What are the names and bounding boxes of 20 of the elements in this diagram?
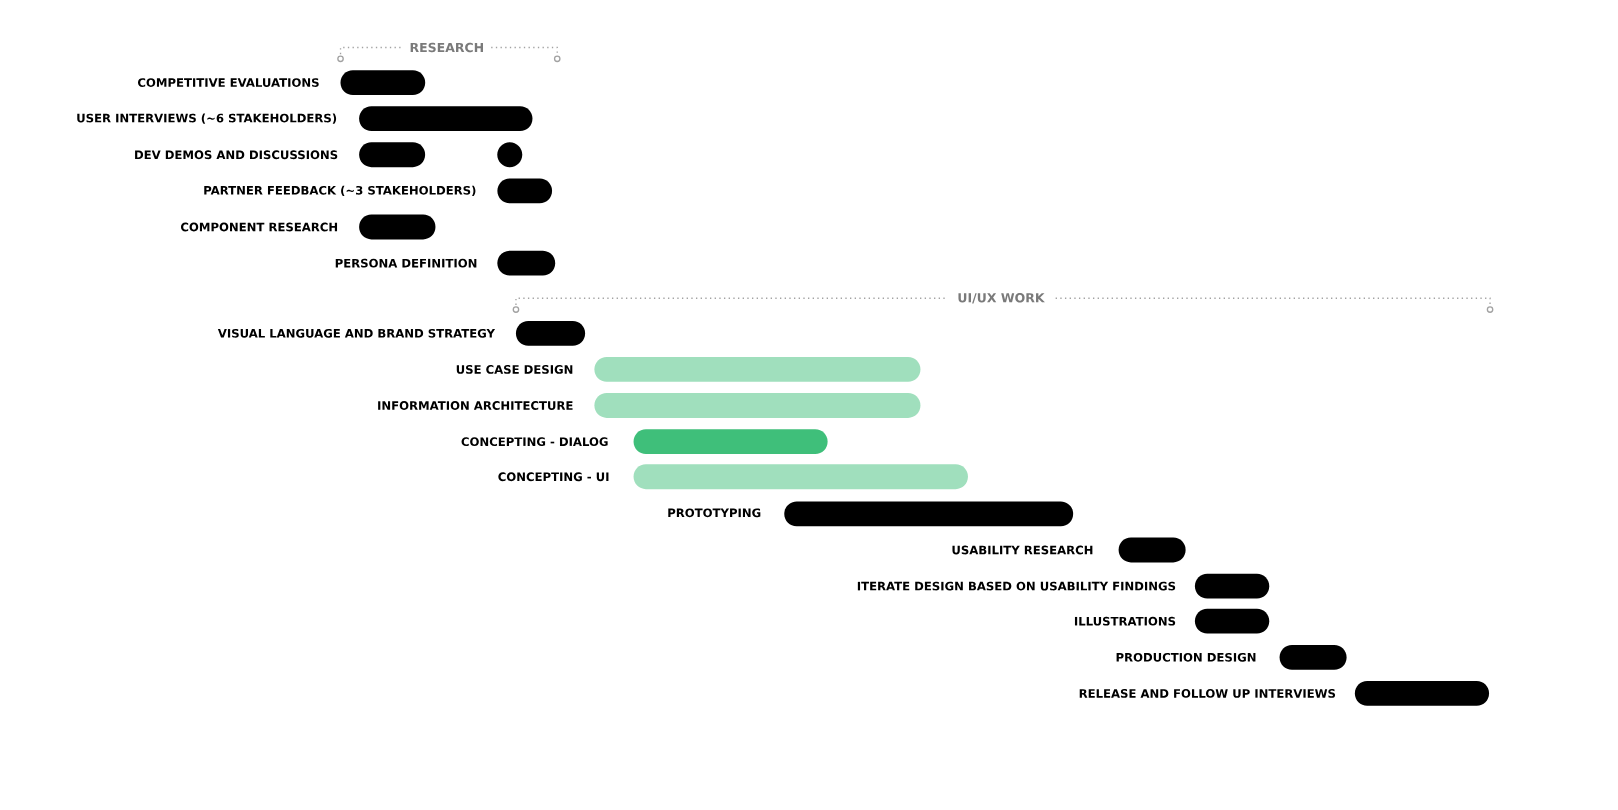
task-label: INFORMATION ARCHITECTURE xyxy=(378,401,573,410)
task-label: VISUAL LANGUAGE AND BRAND STRATEGY xyxy=(217,328,496,338)
task-label: USABILITY RESEARCH xyxy=(952,545,1093,555)
section-heading: UI/UX WORK xyxy=(958,293,1045,304)
task-label: COMPETITIVE EVALUATIONS xyxy=(137,78,319,87)
task-label: PRODUCTION DESIGN xyxy=(1116,652,1256,662)
task-label: PARTNER FEEDBACK (~3 STAKEHOLDERS) xyxy=(204,185,476,197)
task-label: USER INTERVIEWS (~6 STAKEHOLDERS) xyxy=(77,113,337,124)
section-heading: RESEARCH xyxy=(410,42,483,53)
milestone-dot xyxy=(497,142,523,168)
task-label: ILLUSTRATIONS xyxy=(1074,616,1176,626)
task-label: RELEASE AND FOLLOW UP INTERVIEWS xyxy=(1079,689,1336,698)
task-label: CONCEPTING - UI xyxy=(498,472,609,482)
task-label: ITERATE DESIGN BASED ON USABILITY FINDINGS xyxy=(857,581,1176,591)
task-label: USE CASE DESIGN xyxy=(456,365,573,374)
task-label: PERSONA DEFINITION xyxy=(335,258,477,268)
task-label: DEV DEMOS AND DISCUSSIONS xyxy=(135,150,338,160)
task-label: COMPONENT RESEARCH xyxy=(180,222,338,232)
task-label: CONCEPTING - DIALOG xyxy=(461,437,608,447)
task-label: PROTOTYPING xyxy=(668,508,761,518)
